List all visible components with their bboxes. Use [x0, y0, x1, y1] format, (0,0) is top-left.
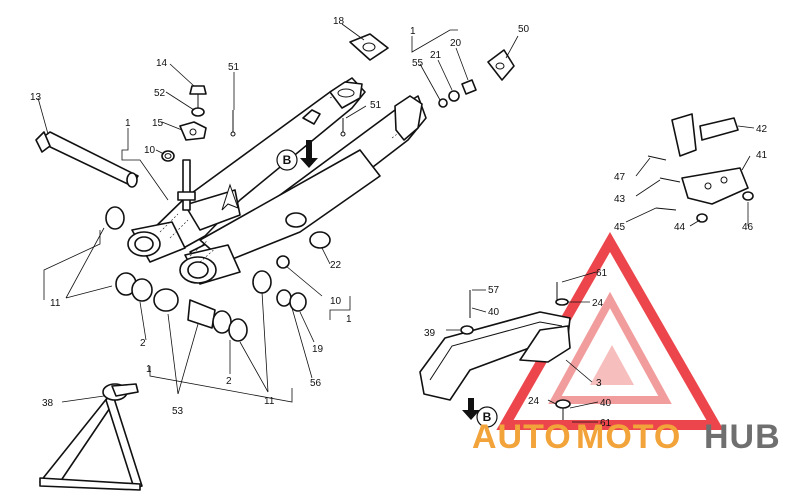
swingarm [127, 77, 427, 285]
screw-51-right [340, 118, 346, 137]
callout-51-left: 51 [228, 62, 240, 73]
view-marker-b-bottom: B [462, 398, 498, 428]
leader-lines [37, 23, 755, 423]
callout-47: 47 [614, 172, 626, 183]
callout-1-top: 1 [410, 26, 416, 37]
callout-1-bottom: 1 [146, 364, 152, 375]
callout-13: 13 [30, 92, 42, 103]
watermark-hub: HUB [704, 418, 781, 456]
watermark-auto: AUTO [472, 418, 572, 456]
callout-1-top-left: 1 [125, 118, 131, 129]
screw-51-left [230, 110, 236, 137]
callout-50: 50 [518, 24, 530, 35]
bearing-stack-right [252, 255, 307, 312]
callout-53: 53 [172, 406, 184, 417]
callout-10-right: 10 [330, 296, 342, 307]
callout-39: 39 [424, 328, 436, 339]
callout-22: 22 [330, 260, 342, 271]
callout-45: 45 [614, 222, 626, 233]
callout-44: 44 [674, 222, 686, 233]
callout-41: 41 [756, 150, 768, 161]
callout-10-top: 10 [144, 145, 156, 156]
callout-18: 18 [333, 16, 345, 27]
chain-slider [419, 282, 571, 420]
callout-14: 14 [156, 58, 168, 69]
watermark-text: AUTO MOTO HUB [472, 418, 781, 456]
slider-block-18 [349, 33, 389, 61]
callout-40-bottom: 40 [600, 398, 612, 409]
callout-11-right: 11 [264, 396, 275, 407]
callout-61-bottom: 61 [600, 418, 612, 429]
clamp-15 [179, 121, 207, 141]
arrow-down-icon [300, 140, 318, 168]
callout-21: 21 [430, 50, 442, 61]
watermark-moto: MOTO [576, 418, 681, 456]
callout-40-top: 40 [488, 307, 500, 318]
callout-2-left: 2 [140, 338, 146, 349]
callout-46: 46 [742, 222, 754, 233]
callout-2-right: 2 [226, 376, 232, 387]
view-marker-b-bottom-label: B [483, 410, 492, 424]
callout-24-bottom: 24 [528, 396, 540, 407]
callout-42: 42 [756, 124, 768, 135]
slider-block-50 [487, 49, 515, 81]
adjuster-parts [438, 79, 477, 108]
callout-3: 3 [596, 378, 602, 389]
callout-57: 57 [488, 285, 500, 296]
nut-52 [191, 107, 205, 117]
callout-labels: 13 14 52 15 10 51 1 18 1 55 21 20 50 51 … [30, 16, 768, 429]
callout-24-top: 24 [592, 298, 604, 309]
cap-22 [309, 231, 331, 249]
callout-43: 43 [614, 194, 626, 205]
callout-51-right: 51 [370, 100, 382, 111]
bearing-stack-left [105, 206, 248, 342]
callout-11-left: 11 [50, 298, 61, 309]
arrow-down-icon-b2 [462, 398, 480, 420]
callout-19: 19 [312, 344, 324, 355]
callout-55: 55 [412, 58, 424, 69]
view-marker-b-top: B [276, 140, 318, 171]
callout-56: 56 [310, 378, 322, 389]
bush-10-top [161, 150, 175, 162]
callout-1-right: 1 [346, 314, 352, 325]
callout-15: 15 [152, 118, 164, 129]
callout-61-top: 61 [596, 268, 608, 279]
callout-20: 20 [450, 38, 462, 49]
view-marker-b-top-label: B [283, 153, 292, 167]
callout-52: 52 [154, 88, 166, 99]
chain-guide-bracket [647, 113, 754, 223]
pivot-shaft [35, 131, 139, 188]
callout-38: 38 [42, 398, 54, 409]
paddock-stand [39, 383, 143, 491]
